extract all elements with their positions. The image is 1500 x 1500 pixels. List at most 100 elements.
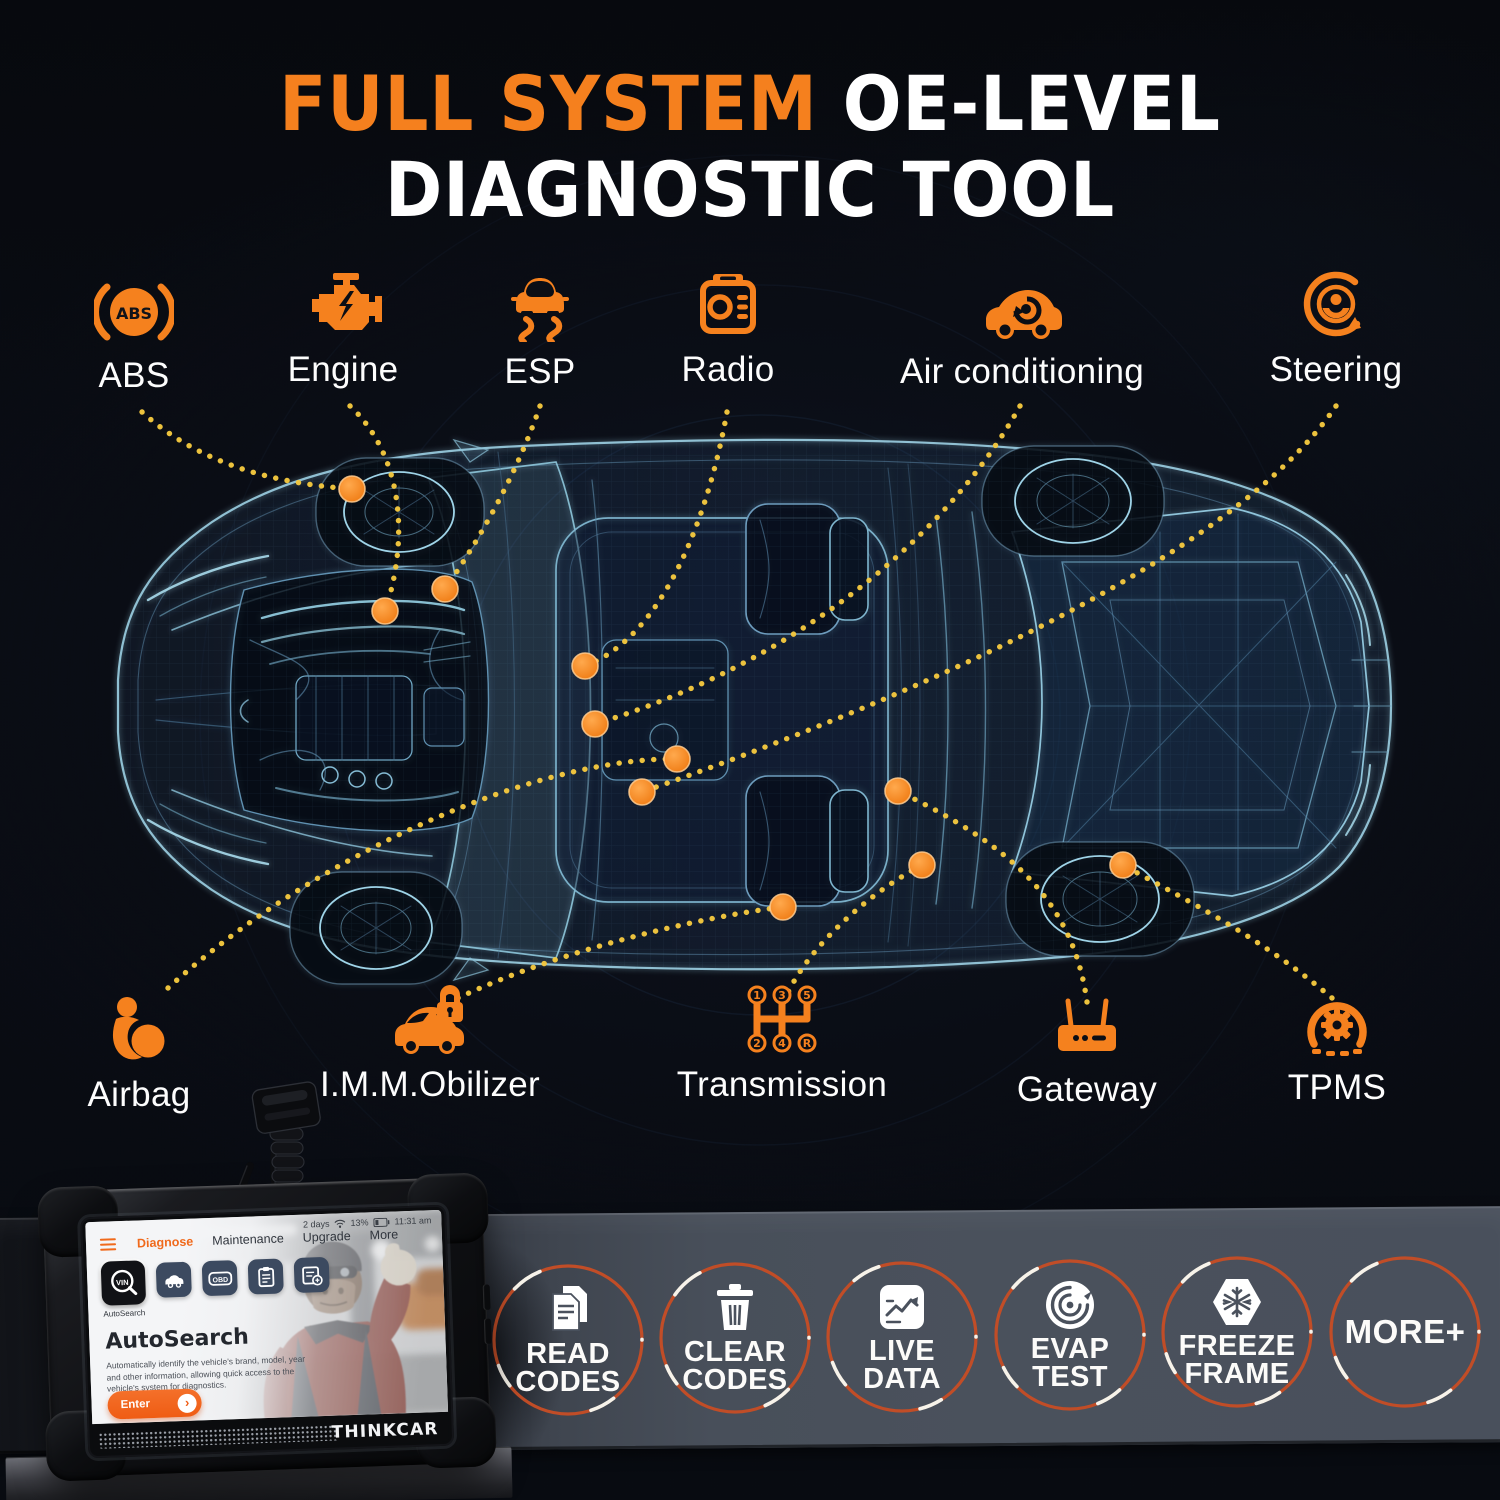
svg-text:4: 4: [778, 1037, 786, 1050]
title-line-1: FULL SYSTEM OE-LEVEL: [68, 61, 1433, 147]
line-tpms: [1120, 862, 1335, 1001]
system-label: ESP: [504, 352, 576, 391]
badge-ring: [492, 1264, 644, 1416]
volume-button: [483, 1318, 492, 1345]
screen-heading: AutoSearch: [104, 1324, 250, 1355]
line-transmission: [781, 862, 925, 1005]
line-radio: [582, 409, 730, 669]
dot-esp: [431, 575, 459, 603]
gateway-router-icon: [927, 990, 1247, 1060]
diagnostic-tablet: 2 days 13% 11:31 am Diagnose Maintenance…: [37, 1172, 497, 1482]
read-codes-icon: [541, 1284, 595, 1336]
badge-more: MORE+: [1325, 1252, 1485, 1412]
svg-text:1: 1: [753, 989, 761, 1002]
svg-text:5: 5: [803, 989, 811, 1002]
dot-airbag: [663, 745, 691, 773]
system-label: Radio: [681, 350, 775, 389]
tablet-screen: 2 days 13% 11:31 am Diagnose Maintenance…: [80, 1204, 455, 1459]
line-esp: [442, 403, 543, 592]
evap-test-icon: [1044, 1279, 1096, 1331]
air-conditioning-icon: [862, 272, 1182, 342]
nav-maintenance: Maintenance: [211, 1231, 285, 1248]
nav-diagnose: Diagnose: [136, 1234, 194, 1251]
svg-text:ABS: ABS: [116, 304, 152, 323]
vin-tile: VIN: [100, 1260, 147, 1306]
line-engine: [347, 403, 402, 614]
enter-arrow-icon: ›: [177, 1393, 197, 1413]
system-label: Air conditioning: [899, 352, 1145, 391]
dot-air-conditioning: [581, 710, 609, 738]
screen-tiles: VIN OBD: [100, 1254, 330, 1306]
system-item-airbag: Airbag: [0, 995, 299, 1114]
power-button: [482, 1284, 491, 1311]
screen-ui: 2 days 13% 11:31 am Diagnose Maintenance…: [85, 1209, 449, 1425]
grille-holes: [98, 1424, 340, 1449]
system-item-esp: ESP: [380, 272, 700, 391]
title-line1-rest: OE-LEVEL: [817, 59, 1221, 148]
badge-ring: [1161, 1256, 1313, 1408]
radio-icon: [568, 270, 888, 340]
screen-description: Automatically identify the vehicle's bra…: [106, 1353, 306, 1394]
check-engine-icon: [183, 270, 503, 340]
immobilizer-icon: [270, 985, 590, 1055]
dot-steering: [628, 778, 656, 806]
badge-ring: [659, 1262, 811, 1414]
line-gateway: [895, 788, 1090, 1005]
title-highlight: FULL SYSTEM: [279, 59, 818, 148]
connector-lines: [139, 403, 1339, 1005]
system-item-immobilizer: I.M.M.Obilizer: [270, 985, 590, 1104]
line-abs: [139, 409, 355, 492]
system-item-abs: ABS ABS: [0, 276, 294, 395]
system-item-radio: Radio: [568, 270, 888, 389]
badge-ring: [826, 1261, 978, 1413]
menu-icon: [99, 1238, 117, 1251]
steering-wheel-icon: [1176, 270, 1496, 340]
system-item-engine: Engine: [183, 270, 503, 389]
live-data-icon: [876, 1281, 928, 1333]
airbag-icon: [0, 995, 299, 1065]
abs-warning-icon: ABS: [0, 276, 294, 346]
report-tile: [247, 1258, 284, 1295]
enter-label: Enter: [120, 1398, 151, 1412]
svg-text:OBD: OBD: [212, 1276, 228, 1284]
dot-transmission: [908, 851, 936, 879]
system-endpoint-dots: [338, 475, 1137, 921]
status-time: 11:31 am: [394, 1215, 432, 1227]
page-title: FULL SYSTEM OE-LEVEL DIAGNOSTIC TOOL: [0, 61, 1500, 233]
freeze-frame-icon: [1209, 1276, 1265, 1328]
obd-tile: OBD: [201, 1260, 238, 1297]
status-uptime: 2 days: [302, 1218, 330, 1230]
title-line-2: DIAGNOSTIC TOOL: [384, 145, 1116, 234]
clear-codes-icon: [710, 1282, 760, 1334]
system-item-steering: Steering: [1176, 270, 1496, 389]
system-label: TPMS: [1287, 1068, 1387, 1107]
esp-traction-icon: [380, 272, 700, 342]
line-airbag: [165, 756, 680, 991]
dot-radio: [571, 652, 599, 680]
line-immobilizer: [455, 904, 786, 1001]
badge-ring: [994, 1259, 1146, 1411]
badge-ring: [1329, 1256, 1481, 1408]
system-label: Gateway: [1016, 1070, 1158, 1109]
system-item-air-conditioning: Air conditioning: [862, 272, 1182, 391]
svg-text:2: 2: [753, 1037, 761, 1050]
system-label: Engine: [287, 350, 399, 389]
nav-upgrade: Upgrade: [302, 1229, 351, 1245]
badge-label: MORE+: [1344, 1313, 1466, 1350]
wifi-icon: [334, 1219, 346, 1228]
system-label: ABS: [98, 356, 170, 395]
status-bar: 2 days 13% 11:31 am: [303, 1215, 432, 1229]
tile-caption: AutoSearch: [103, 1308, 146, 1319]
system-label: Transmission: [676, 1065, 888, 1104]
data-tile: [293, 1256, 330, 1294]
system-label: Steering: [1269, 350, 1403, 389]
